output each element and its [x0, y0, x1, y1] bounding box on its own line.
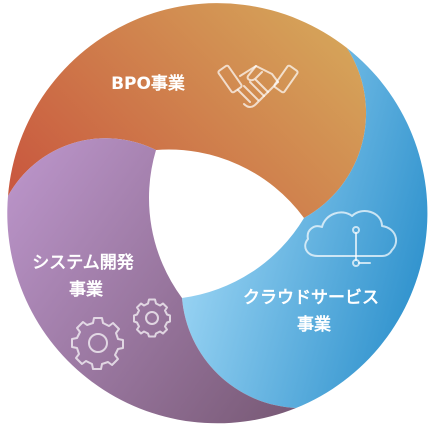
gears-icon	[71, 298, 171, 370]
system-label: システム開発 事業	[32, 252, 139, 300]
segment-bpo	[8, 3, 367, 218]
cloud-network-icon	[304, 210, 398, 267]
handshake-icon	[217, 64, 299, 108]
segment-system	[7, 138, 296, 424]
bpo-label: BPO事業	[111, 73, 185, 94]
segment-cloud	[182, 48, 428, 408]
cloud-label: クラウドサービス 事業	[243, 288, 385, 335]
